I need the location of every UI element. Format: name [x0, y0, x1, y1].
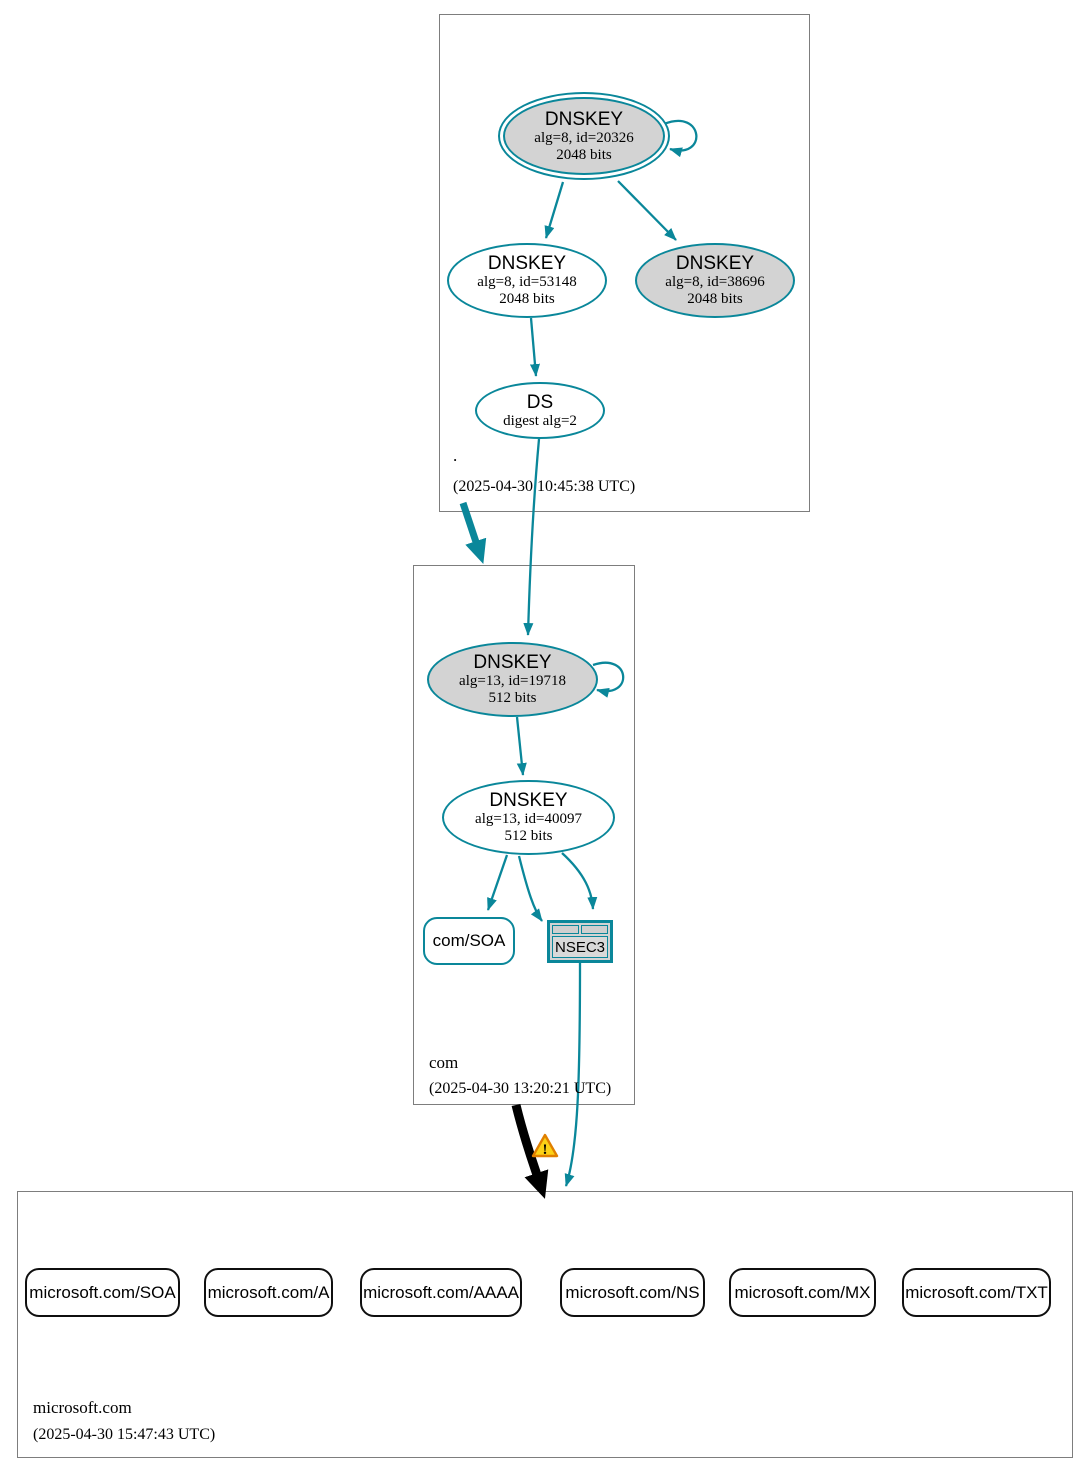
svg-text:!: !: [543, 1142, 548, 1158]
rrset-label: com/SOA: [432, 931, 506, 950]
dnskey-bits: 2048 bits: [499, 291, 555, 307]
rrset-microsoft-ns[interactable]: microsoft.com/NS: [560, 1268, 705, 1317]
dnskey-detail: alg=8, id=38696: [665, 274, 765, 290]
zone-label-com: com: [429, 1053, 459, 1072]
rrset-label: microsoft.com/MX: [734, 1282, 871, 1302]
dnskey-title: DNSKEY: [487, 253, 567, 274]
edge-nsec3-to-microsoft: [564, 962, 582, 1187]
rrset-label: microsoft.com/NS: [565, 1282, 700, 1302]
edge-com-zsk-to-soa: [486, 854, 509, 911]
nsec3-node[interactable]: NSEC3: [547, 920, 613, 963]
zone-box-com: [413, 565, 635, 1105]
edge-root-ksk-selfloop: [663, 119, 698, 158]
dnskey-root-zsk[interactable]: DNSKEY alg=8, id=53148 2048 bits: [447, 243, 607, 318]
zone-box-root: [439, 14, 810, 512]
dnskey-root-key2[interactable]: DNSKEY alg=8, id=38696 2048 bits: [635, 243, 795, 318]
dnskey-detail: alg=13, id=19718: [459, 673, 566, 689]
nsec3-cells: [552, 925, 608, 934]
edge-delegation-root-com: [459, 501, 487, 564]
dnskey-title: DNSKEY: [473, 652, 552, 673]
dnskey-title: DNSKEY: [544, 108, 624, 130]
rrset-label: microsoft.com/AAAA: [363, 1282, 519, 1302]
edge-root-ksk-to-zsk: [544, 181, 565, 239]
rrset-microsoft-soa[interactable]: microsoft.com/SOA: [25, 1268, 180, 1317]
dnskey-com-ksk[interactable]: DNSKEY alg=13, id=19718 512 bits: [427, 642, 598, 717]
nsec3-cell-left: [552, 925, 579, 934]
ds-detail: digest alg=2: [503, 412, 577, 429]
dnskey-title: DNSKEY: [489, 790, 568, 811]
edge-com-zsk-to-nsec3-left: [517, 855, 543, 922]
dnskey-bits: 2048 bits: [687, 291, 743, 307]
edge-root-ksk-to-key2: [617, 180, 677, 241]
nsec3-cell-right: [581, 925, 608, 934]
zone-label-root: .: [453, 446, 458, 465]
rrset-microsoft-a[interactable]: microsoft.com/A: [204, 1268, 333, 1317]
dnskey-detail: alg=8, id=53148: [477, 274, 577, 290]
dnskey-root-ksk[interactable]: DNSKEY alg=8, id=20326 2048 bits: [498, 92, 670, 180]
warning-icon[interactable]: !: [531, 1133, 559, 1159]
zone-label-microsoft: microsoft.com: [33, 1398, 132, 1417]
dnskey-bits: 2048 bits: [556, 146, 612, 163]
rrset-label: microsoft.com/TXT: [905, 1282, 1048, 1302]
edge-com-ksk-selfloop: [592, 661, 625, 698]
rrset-microsoft-mx[interactable]: microsoft.com/MX: [729, 1268, 876, 1317]
rrset-microsoft-aaaa[interactable]: microsoft.com/AAAA: [360, 1268, 522, 1317]
zone-timestamp-microsoft: (2025-04-30 15:47:43 UTC): [33, 1426, 216, 1443]
edge-com-zsk-to-nsec3-right: [561, 852, 598, 910]
dnskey-bits: 512 bits: [488, 690, 537, 706]
dnskey-title: DNSKEY: [675, 253, 755, 274]
edge-ds-to-com-ksk: [523, 438, 541, 636]
edge-root-zsk-to-ds: [529, 317, 541, 377]
zone-timestamp-com: (2025-04-30 13:20:21 UTC): [429, 1080, 612, 1097]
ds-title: DS: [526, 391, 554, 413]
dnskey-root-ksk-inner: DNSKEY alg=8, id=20326 2048 bits: [503, 97, 665, 175]
rrset-label: microsoft.com/SOA: [29, 1282, 176, 1302]
ds-root-com[interactable]: DS digest alg=2: [475, 382, 605, 439]
edge-delegation-com-microsoft: [511, 1103, 549, 1199]
dnskey-detail: alg=13, id=40097: [475, 811, 582, 827]
dnskey-detail: alg=8, id=20326: [534, 129, 634, 146]
zone-timestamp-root: (2025-04-30 10:45:38 UTC): [453, 478, 636, 495]
rrset-label: microsoft.com/A: [207, 1282, 330, 1302]
edge-com-ksk-to-zsk: [515, 716, 527, 776]
nsec3-label: NSEC3: [552, 936, 608, 958]
rrset-com-soa[interactable]: com/SOA: [423, 917, 515, 965]
rrset-microsoft-txt[interactable]: microsoft.com/TXT: [902, 1268, 1051, 1317]
dnskey-bits: 512 bits: [504, 828, 553, 844]
dnskey-com-zsk[interactable]: DNSKEY alg=13, id=40097 512 bits: [442, 780, 615, 855]
